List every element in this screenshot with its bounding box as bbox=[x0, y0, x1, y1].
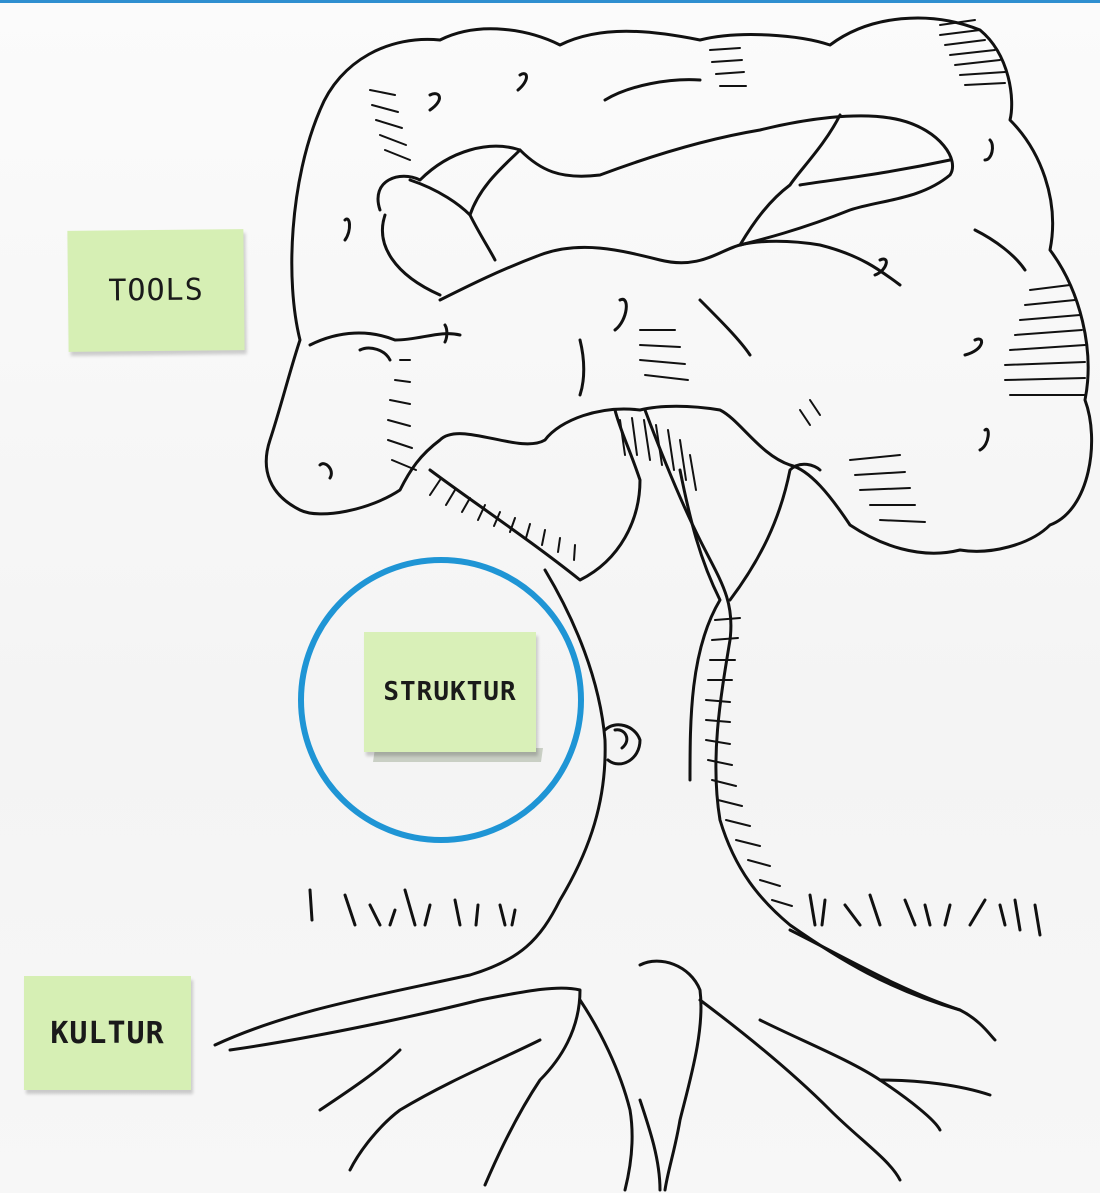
trunk-fold bbox=[680, 470, 720, 780]
highlight-circle bbox=[298, 557, 584, 843]
root-left bbox=[230, 988, 580, 1185]
crown-fold-right bbox=[800, 160, 950, 185]
sticky-note-tools: TOOLS bbox=[67, 229, 244, 352]
crown-inner-low bbox=[310, 333, 460, 345]
root-mid-right bbox=[700, 1000, 900, 1180]
trunk-inner bbox=[730, 464, 820, 600]
crown-inner-upper bbox=[378, 116, 953, 245]
crown-branch-mid bbox=[470, 150, 520, 215]
grass-left bbox=[310, 890, 515, 925]
trunk-left bbox=[430, 410, 640, 580]
crown-lump-left bbox=[382, 215, 440, 295]
root-mid bbox=[640, 961, 701, 1190]
crown-outline bbox=[266, 18, 1091, 553]
kultur-label: KULTUR bbox=[50, 1016, 164, 1051]
root-mid-left bbox=[580, 1000, 632, 1190]
sticky-note-kultur: KULTUR bbox=[24, 976, 191, 1090]
grass-right bbox=[810, 895, 1040, 935]
tools-label: TOOLS bbox=[108, 273, 204, 309]
crown-inner-mid bbox=[440, 241, 900, 300]
